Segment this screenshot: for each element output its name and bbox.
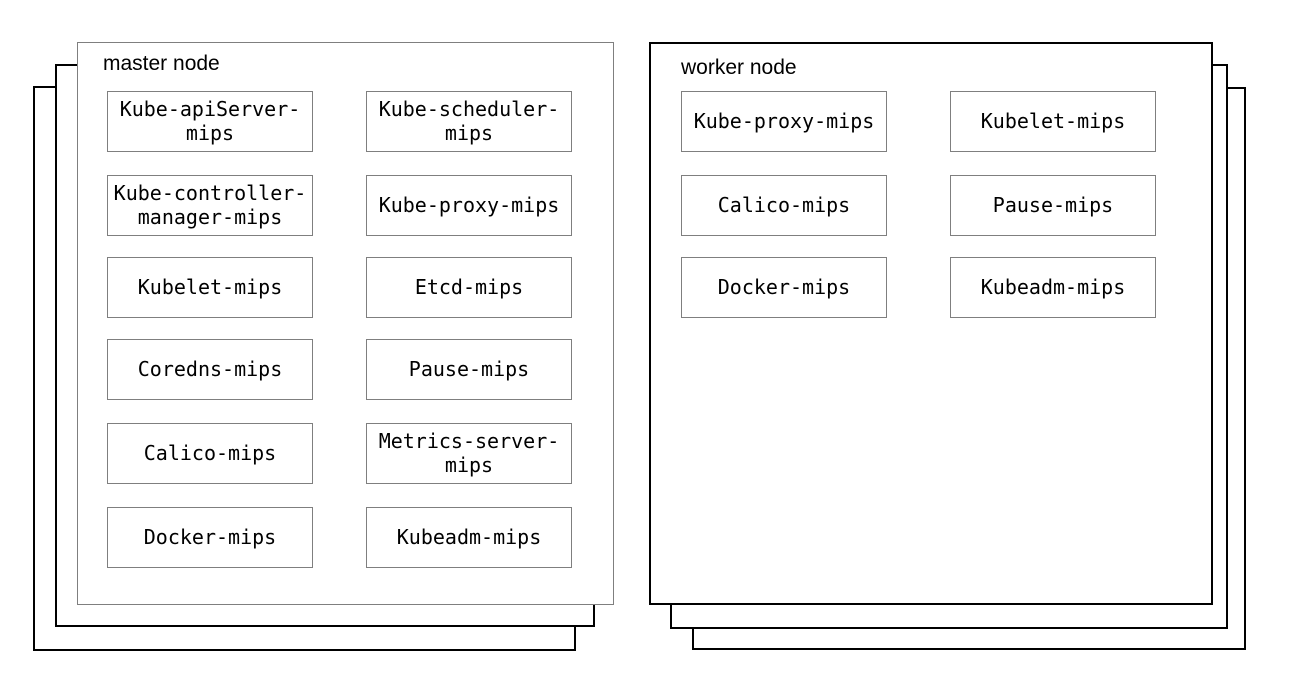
component-label-kube-controller-manager: Kube-controller- manager-mips [113, 180, 307, 229]
component-box-calico: Calico-mips [107, 423, 313, 484]
component-label-pause: Pause-mips [408, 356, 530, 381]
component-label-calico-worker: Calico-mips [717, 192, 851, 217]
component-box-kube-apiserver: Kube-apiServer- mips [107, 91, 313, 152]
component-label-kubelet: Kubelet-mips [137, 274, 283, 299]
component-label-metrics-server: Metrics-server- mips [378, 428, 560, 477]
component-box-kube-scheduler: Kube-scheduler- mips [366, 91, 572, 152]
component-box-calico-worker: Calico-mips [681, 175, 887, 236]
component-box-kube-proxy-worker: Kube-proxy-mips [681, 91, 887, 152]
component-box-etcd: Etcd-mips [366, 257, 572, 318]
component-box-kubelet-worker: Kubelet-mips [950, 91, 1156, 152]
component-label-kubelet-worker: Kubelet-mips [980, 108, 1126, 133]
component-box-kube-proxy: Kube-proxy-mips [366, 175, 572, 236]
component-label-kube-proxy: Kube-proxy-mips [378, 192, 560, 217]
component-box-kube-controller-manager: Kube-controller- manager-mips [107, 175, 313, 236]
component-label-kube-scheduler: Kube-scheduler- mips [378, 96, 560, 145]
component-label-kubeadm: Kubeadm-mips [396, 524, 542, 549]
component-label-pause-worker: Pause-mips [992, 192, 1114, 217]
component-box-kubelet: Kubelet-mips [107, 257, 313, 318]
component-label-etcd: Etcd-mips [414, 274, 524, 299]
component-label-kube-apiserver: Kube-apiServer- mips [119, 96, 301, 145]
worker-node-title: worker node [681, 56, 797, 79]
master-node-title: master node [103, 52, 220, 75]
component-label-docker: Docker-mips [143, 524, 277, 549]
component-label-docker-worker: Docker-mips [717, 274, 851, 299]
worker-node-box: worker node Kube-proxy-mips Kubelet-mips… [649, 42, 1213, 605]
component-label-kubeadm-worker: Kubeadm-mips [980, 274, 1126, 299]
component-box-kubeadm-worker: Kubeadm-mips [950, 257, 1156, 318]
component-label-kube-proxy-worker: Kube-proxy-mips [693, 108, 875, 133]
master-node-box: master node Kube-apiServer- mips Kube-sc… [77, 42, 614, 605]
component-label-calico: Calico-mips [143, 440, 277, 465]
component-box-pause: Pause-mips [366, 339, 572, 400]
component-box-coredns: Coredns-mips [107, 339, 313, 400]
component-box-kubeadm: Kubeadm-mips [366, 507, 572, 568]
component-label-coredns: Coredns-mips [137, 356, 283, 381]
component-box-docker-worker: Docker-mips [681, 257, 887, 318]
component-box-pause-worker: Pause-mips [950, 175, 1156, 236]
component-box-metrics-server: Metrics-server- mips [366, 423, 572, 484]
component-box-docker: Docker-mips [107, 507, 313, 568]
